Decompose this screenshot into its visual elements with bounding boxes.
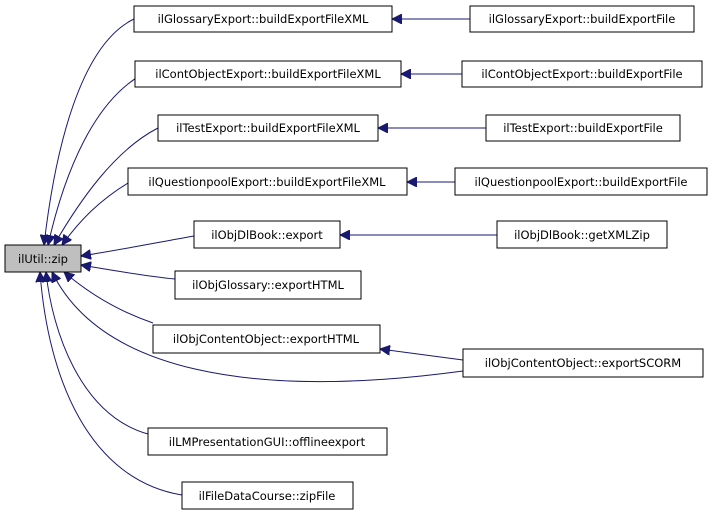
- node-box: [157, 114, 379, 142]
- node-label: ilObjDlBook::export: [211, 228, 323, 242]
- node-label: ilTestExport::buildExportFile: [503, 121, 663, 135]
- node-label: ilUtil::zip: [18, 252, 68, 266]
- node-box: [4, 244, 82, 273]
- node-label: ilQuestionpoolExport::buildExportFile: [475, 175, 688, 189]
- edge-content-html-to-zip: [64, 272, 154, 324]
- node-contobject-export-buildexportfilexml[interactable]: ilContObjectExport::buildExportFileXML: [134, 60, 402, 88]
- node-box: [152, 324, 381, 354]
- node-label: ilObjContentObject::exportHTML: [173, 332, 360, 346]
- node-box: [454, 167, 708, 196]
- node-label: ilContObjectExport::buildExportFileXML: [155, 67, 381, 81]
- node-label: ilQuestionpoolExport::buildExportFileXML: [148, 175, 386, 189]
- edge-glossary-html-to-zip: [81, 265, 176, 280]
- edge-test-xml-to-zip: [54, 127, 159, 245]
- edge-glossary-xml-to-zip: [44, 18, 135, 245]
- node-layer: ilUtil::zip ilGlossaryExport::buildExpor…: [4, 5, 708, 510]
- node-label: ilFileDataCourse::zipFile: [199, 489, 336, 503]
- edge-dlbook-export-to-zip: [81, 235, 195, 256]
- node-box: [181, 481, 354, 510]
- node-box: [134, 60, 402, 88]
- node-test-export-buildexportfilexml[interactable]: ilTestExport::buildExportFileXML: [157, 114, 379, 142]
- node-lmpresentationgui-offlineexport[interactable]: ilLMPresentationGUI::offlineexport: [147, 427, 388, 456]
- node-box: [469, 5, 695, 33]
- node-box: [462, 348, 704, 378]
- node-box: [147, 427, 388, 456]
- node-glossary-export-buildexportfile[interactable]: ilGlossaryExport::buildExportFile: [469, 5, 695, 33]
- node-label: ilGlossaryExport::buildExportFile: [489, 12, 676, 26]
- node-objdlbook-getxmlzip[interactable]: ilObjDlBook::getXMLZip: [496, 220, 668, 249]
- node-glossary-export-buildexportfilexml[interactable]: ilGlossaryExport::buildExportFileXML: [133, 5, 393, 33]
- node-box: [496, 220, 668, 249]
- node-box: [174, 270, 362, 300]
- node-label: ilObjDlBook::getXMLZip: [514, 228, 650, 242]
- node-box: [461, 60, 703, 88]
- node-label: ilContObjectExport::buildExportFile: [481, 67, 682, 81]
- node-contobject-export-buildexportfile[interactable]: ilContObjectExport::buildExportFile: [461, 60, 703, 88]
- node-label: ilTestExport::buildExportFileXML: [176, 121, 360, 135]
- node-label: ilObjGlossary::exportHTML: [192, 278, 344, 292]
- edge-layer: [40, 18, 497, 496]
- node-questionpool-export-buildexportfile[interactable]: ilQuestionpoolExport::buildExportFile: [454, 167, 708, 196]
- node-objcontentobject-exporthtml[interactable]: ilObjContentObject::exportHTML: [152, 324, 381, 354]
- node-filedatacourse-zipfile[interactable]: ilFileDataCourse::zipFile: [181, 481, 354, 510]
- node-label: ilLMPresentationGUI::offlineexport: [169, 435, 366, 449]
- edge-contobj-xml-to-zip: [48, 73, 144, 245]
- node-objdlbook-export[interactable]: ilObjDlBook::export: [193, 220, 341, 249]
- node-objglossary-exporthtml[interactable]: ilObjGlossary::exportHTML: [174, 270, 362, 300]
- edge-lm-offline-to-zip: [46, 272, 149, 435]
- edge-filedata-zip-to-zip: [40, 272, 183, 496]
- node-box: [193, 220, 341, 249]
- node-label: ilGlossaryExport::buildExportFileXML: [158, 12, 369, 26]
- node-objcontentobject-exportscorm[interactable]: ilObjContentObject::exportSCORM: [462, 348, 704, 378]
- node-questionpool-export-buildexportfilexml[interactable]: ilQuestionpoolExport::buildExportFileXML: [127, 167, 408, 196]
- node-box: [127, 167, 408, 196]
- node-label: ilObjContentObject::exportSCORM: [485, 356, 681, 370]
- edge-content-scorm-to-zip: [52, 272, 464, 383]
- node-test-export-buildexportfile[interactable]: ilTestExport::buildExportFile: [485, 114, 681, 142]
- node-ilutil-zip[interactable]: ilUtil::zip: [4, 244, 82, 273]
- node-box: [485, 114, 681, 142]
- edge-content-scorm-to-html: [380, 349, 464, 361]
- edge-qpool-xml-to-zip: [62, 182, 129, 245]
- node-box: [133, 5, 393, 33]
